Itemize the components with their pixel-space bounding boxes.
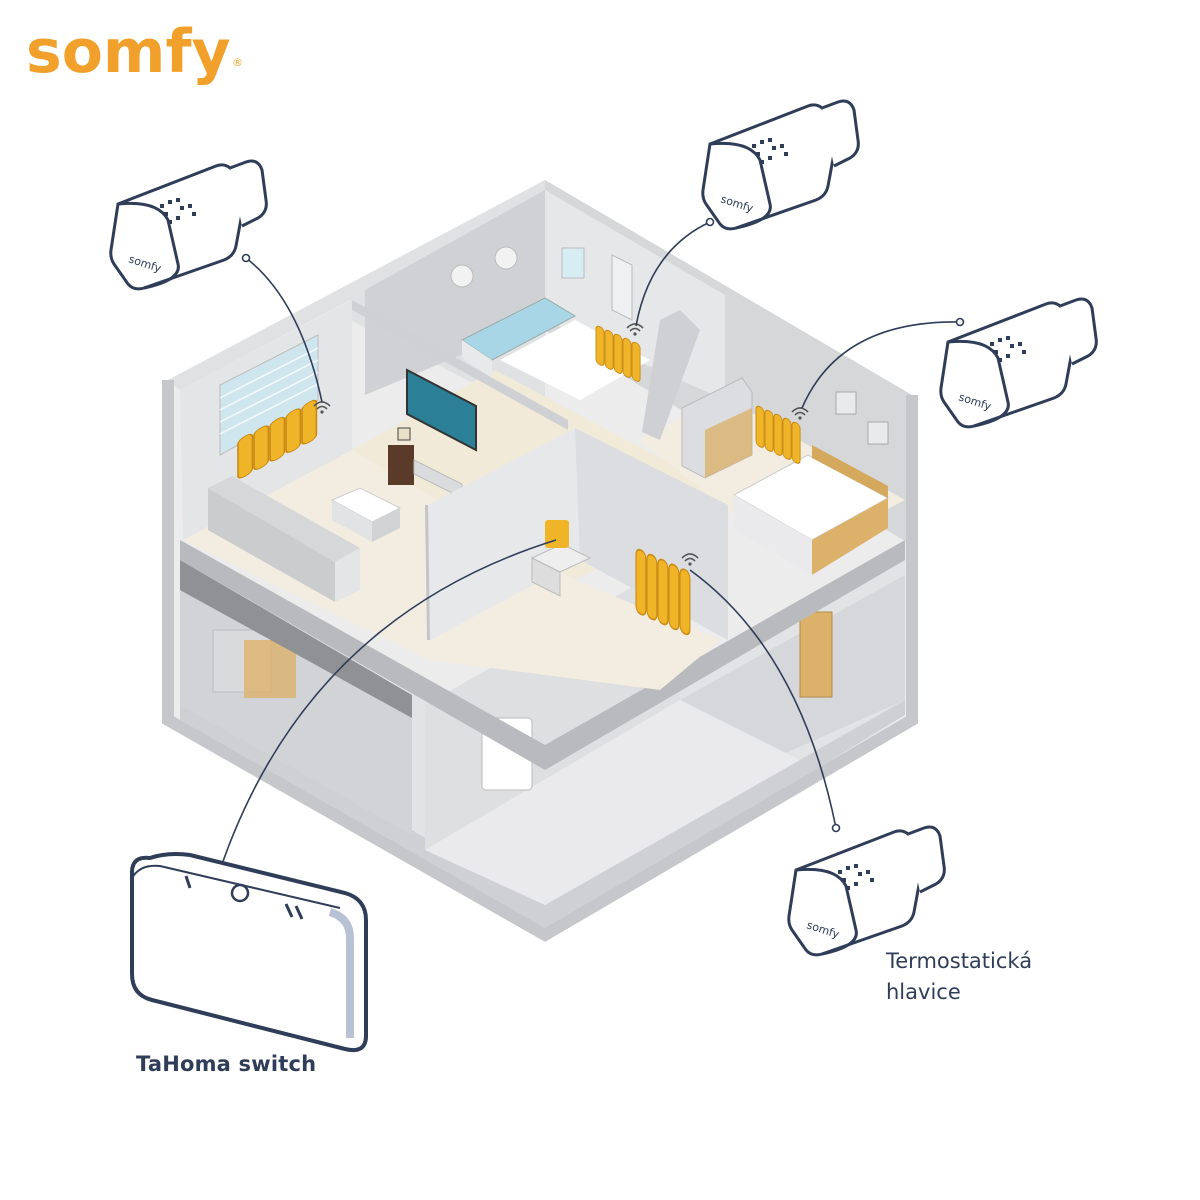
valve-label-line1: Termostatická: [886, 949, 1033, 973]
thermostatic-valve-label: Termostatická hlavice: [886, 946, 1086, 1008]
valve-label-line2: hlavice: [886, 980, 961, 1004]
hub-button-left: [184, 875, 192, 889]
house-cutaway: [162, 180, 918, 942]
tahoma-switch-icon: [130, 852, 368, 1053]
hub-button-center: [230, 883, 250, 903]
thermostatic-valve-icon: somfy: [939, 297, 1098, 429]
tahoma-switch-label: TaHoma switch: [136, 1052, 317, 1076]
logo-text: somfy: [26, 17, 231, 87]
thermostatic-valve-icon: somfy: [701, 99, 860, 231]
thermostatic-valve-icon: somfy: [109, 159, 268, 291]
connection-lines: [215, 221, 961, 883]
somfy-logo: somfy ®: [26, 17, 243, 87]
thermostatic-valve-icon: somfy: [787, 825, 946, 957]
registered-mark: ®: [232, 56, 243, 69]
